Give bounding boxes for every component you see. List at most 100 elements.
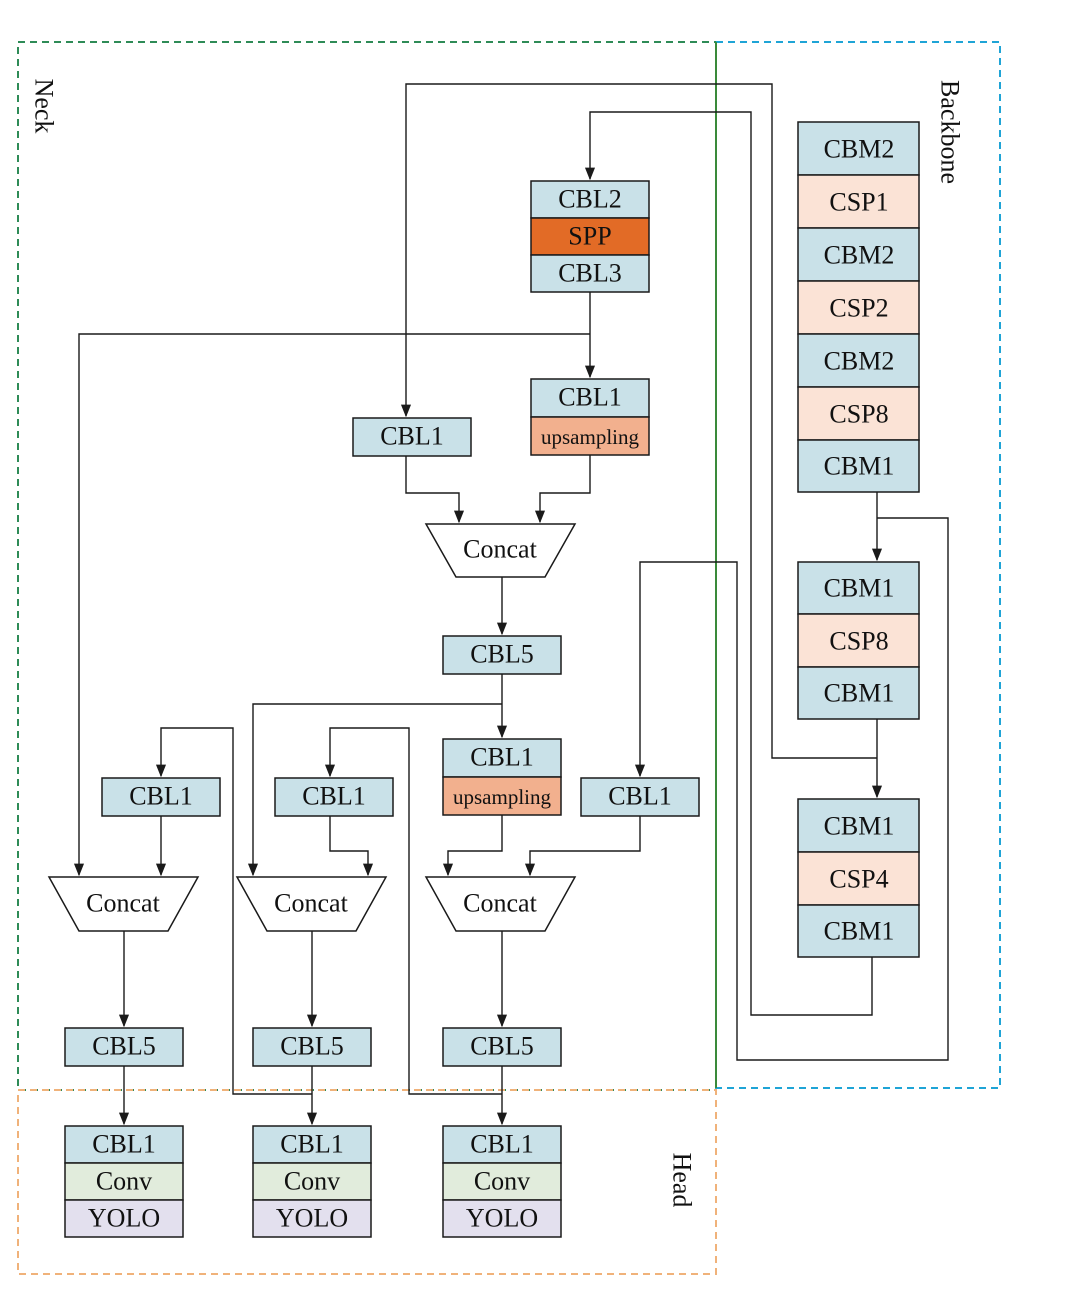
center-cbl1-block: CBL1 (274, 777, 394, 817)
wire-top-up-to-concat (534, 455, 591, 524)
csp8-block-1: CSP8 (797, 386, 920, 441)
mid-up-cbl1: CBL1 (442, 738, 562, 778)
mid-right-cbl1-block: CBL1 (580, 777, 700, 817)
head-center-cbl1-label: CBL1 (280, 1130, 344, 1159)
wire-cbl3-to-left-concat (73, 333, 590, 877)
cbm2-label-2: CBM2 (824, 241, 895, 270)
wire-top-cbl1-to-concat (405, 456, 465, 524)
backbone-stack-1: CBM2 CSP1 CBM2 CSP2 CBM2 CSP8 CBM1 (797, 121, 920, 493)
concat-left-label: Concat (86, 889, 160, 918)
spp-layer: SPP (530, 217, 650, 256)
cbm2-block-1: CBM2 (797, 121, 920, 176)
cbl2-block: CBL2 (530, 180, 650, 219)
cbl5-left-block: CBL5 (64, 1027, 184, 1067)
wire-mid-up-to-concat (442, 815, 503, 877)
head-right-cbl1: CBL1 (442, 1125, 562, 1164)
head-center-yolo: YOLO (252, 1199, 372, 1238)
csp8-label-2: CSP8 (829, 627, 888, 656)
connections (73, 83, 949, 1126)
head-center-cbl1: CBL1 (252, 1125, 372, 1164)
top-upsampling-label: upsampling (541, 425, 639, 449)
mid-upsampling-label: upsampling (453, 785, 551, 809)
concat-left: Concat (47, 876, 200, 932)
head-region-border (17, 1089, 717, 1275)
concat-right-label: Concat (463, 889, 537, 918)
cbl3-block: CBL3 (530, 254, 650, 293)
csp1-block: CSP1 (797, 174, 920, 229)
head-right-cbl1-label: CBL1 (470, 1130, 534, 1159)
top-cbl1-label: CBL1 (380, 422, 444, 451)
concat-center-label: Concat (274, 889, 348, 918)
cbm2-label-1: CBM2 (824, 135, 895, 164)
csp2-block: CSP2 (797, 280, 920, 335)
cbm1-block-5: CBM1 (797, 904, 920, 958)
backbone-stack-2: CBM1 CSP8 CBM1 (797, 561, 920, 720)
cbl5-left-label: CBL5 (92, 1032, 156, 1061)
head-right-yolo: YOLO (442, 1199, 562, 1238)
wire-backbone-route-2 (584, 111, 873, 1016)
cbl5-right-label: CBL5 (470, 1032, 534, 1061)
cbl5-right-block: CBL5 (442, 1027, 562, 1067)
head-left-cbl1-label: CBL1 (92, 1130, 156, 1159)
head-center: CBL1 Conv YOLO (252, 1125, 372, 1238)
wire-mid-right-cbl1-to-concat (524, 816, 641, 877)
csp1-label: CSP1 (829, 188, 888, 217)
cbm2-block-3: CBM2 (797, 333, 920, 388)
mid-upsample-block: CBL1 upsampling (442, 738, 562, 816)
wire-backbone-route-1 (634, 517, 949, 1061)
csp8-block-2: CSP8 (797, 613, 920, 668)
top-up-cbl1-label: CBL1 (558, 383, 622, 412)
mid-up-cbl1-label: CBL1 (470, 743, 534, 772)
cbl5-center-label: CBL5 (280, 1032, 344, 1061)
concat-right: Concat (424, 876, 577, 932)
cbm1-block-2: CBM1 (797, 561, 920, 615)
head-left-conv: Conv (64, 1162, 184, 1201)
top-cbl1-block: CBL1 (352, 417, 472, 457)
cbl2-label: CBL2 (558, 185, 622, 214)
csp4-label: CSP4 (829, 865, 888, 894)
head-center-conv-label: Conv (284, 1167, 340, 1196)
left-cbl1-label: CBL1 (129, 782, 193, 811)
cbl5-center-block: CBL5 (252, 1027, 372, 1067)
cbm1-block-3: CBM1 (797, 666, 920, 720)
head-right-conv: Conv (442, 1162, 562, 1201)
cbm1-block-4: CBM1 (797, 798, 920, 853)
head-left-conv-label: Conv (96, 1167, 152, 1196)
top-concat-label: Concat (463, 535, 537, 564)
neck-title: Neck (30, 79, 59, 134)
mid-right-cbl1-label: CBL1 (608, 782, 672, 811)
top-up-cbl1: CBL1 (530, 378, 650, 418)
mid-cbl5-label: CBL5 (470, 640, 534, 669)
spp-label: SPP (568, 222, 611, 251)
head-right-conv-label: Conv (474, 1167, 530, 1196)
concat-center: Concat (235, 876, 388, 932)
backbone-title: Backbone (936, 80, 965, 184)
mid-cbl5-block: CBL5 (442, 635, 562, 675)
cbm2-label-3: CBM2 (824, 347, 895, 376)
wire-cbl5-left-to-left-cbl1 (155, 727, 312, 1095)
mid-upsampling: upsampling (442, 776, 562, 816)
cbm1-label-2: CBM1 (824, 574, 895, 603)
top-upsampling: upsampling (530, 416, 650, 456)
head-right: CBL1 Conv YOLO (442, 1125, 562, 1238)
csp8-label-1: CSP8 (829, 400, 888, 429)
csp2-label: CSP2 (829, 294, 888, 323)
cbm1-label-3: CBM1 (824, 679, 895, 708)
head-left-cbl1: CBL1 (64, 1125, 184, 1164)
wire-center-cbl1-to-concat (329, 816, 374, 877)
head-left-yolo-label: YOLO (88, 1204, 160, 1233)
head-left: CBL1 Conv YOLO (64, 1125, 184, 1238)
cbm1-label-5: CBM1 (824, 917, 895, 946)
wire-cbl5-center-to-center-cbl1 (324, 727, 502, 1095)
wire-cbl5-to-center-concat (247, 703, 502, 877)
center-cbl1-label: CBL1 (302, 782, 366, 811)
top-concat: Concat (424, 523, 577, 578)
cbm1-label-4: CBM1 (824, 812, 895, 841)
cbm2-block-2: CBM2 (797, 227, 920, 282)
head-center-conv: Conv (252, 1162, 372, 1201)
top-upsample-block: CBL1 upsampling (530, 378, 650, 456)
head-right-yolo-label: YOLO (466, 1204, 538, 1233)
backbone-stack-3: CBM1 CSP4 CBM1 (797, 798, 920, 958)
cbl3-label: CBL3 (558, 259, 622, 288)
